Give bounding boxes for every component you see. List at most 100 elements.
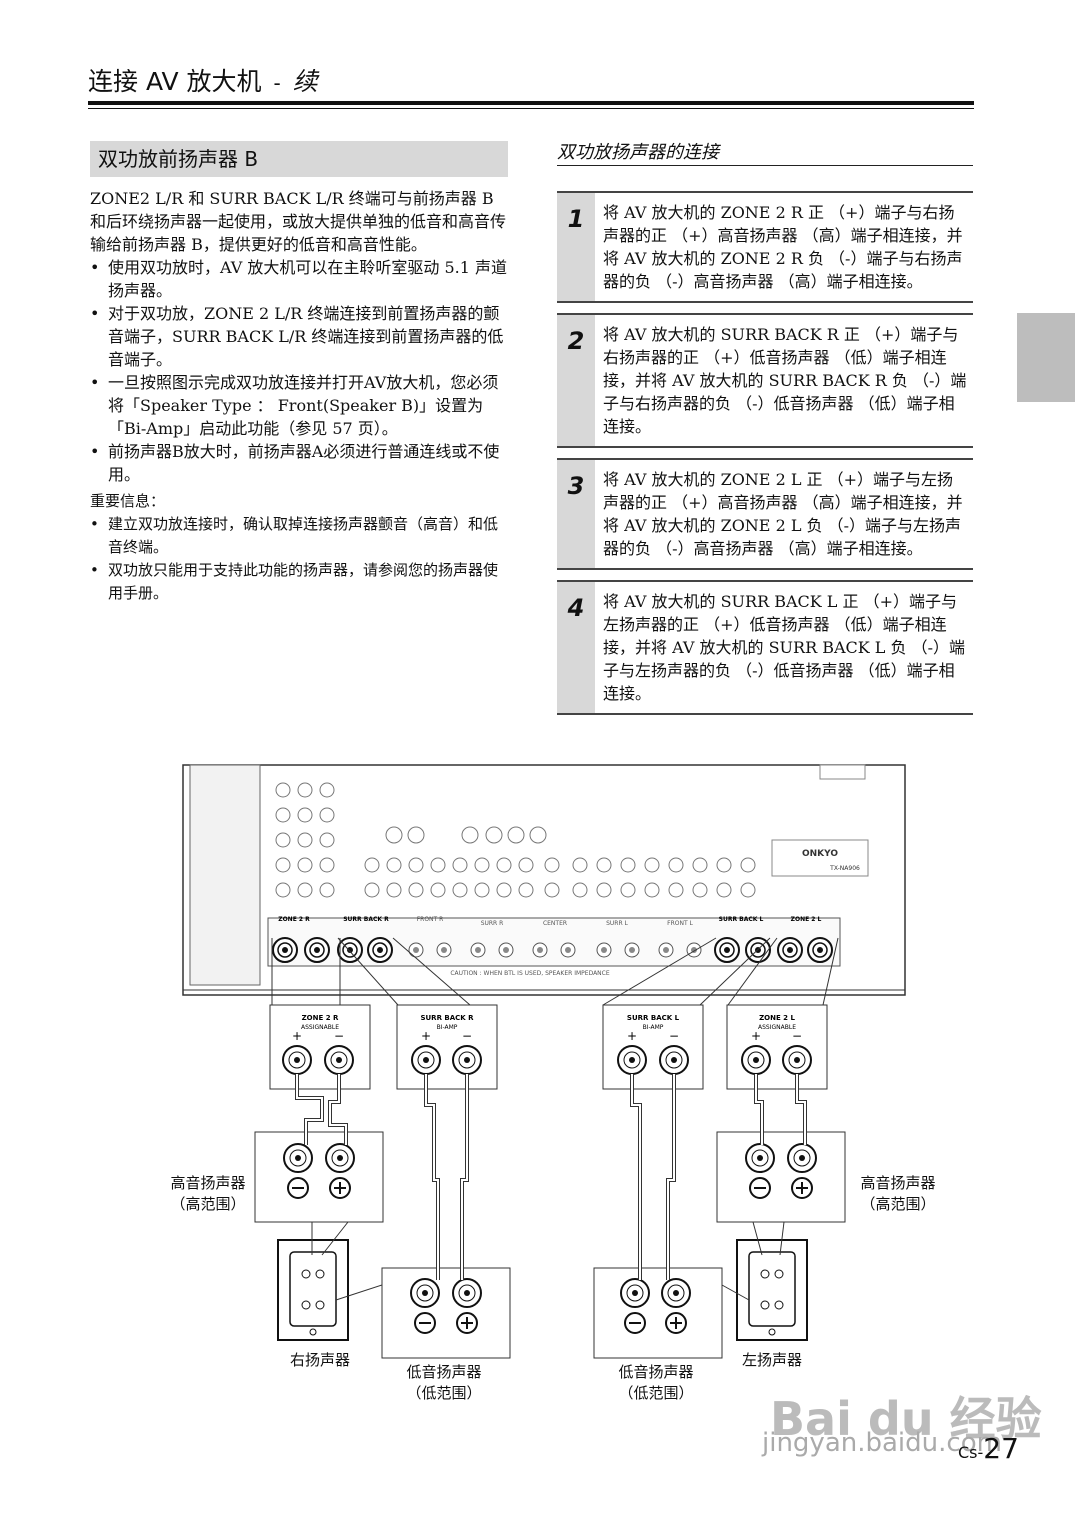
terminal-post — [272, 937, 298, 963]
zone2r-label: ZONE 2 R — [302, 1014, 339, 1022]
minus-label: − — [669, 1029, 679, 1043]
left-tweeter-label: 高音扬声器 （高范围） — [850, 1173, 946, 1215]
biamp-label: BI-AMP — [643, 1024, 664, 1031]
list-item: 一旦按照图示完成双功放连接并打开AV放大机，您必须将「Speaker Type … — [90, 371, 508, 440]
panel-caution: CAUTION : WHEN BTL IS USED, SPEAKER IMPE… — [450, 970, 610, 977]
zone2l-label: ZONE 2 L — [759, 1014, 795, 1022]
page-prefix: Cs- — [958, 1443, 984, 1462]
page-number-value: 27 — [983, 1432, 1019, 1465]
panel-zone2r: ZONE 2 R — [278, 916, 310, 923]
step-text: 将 AV 放大机的 SURR BACK L 正 （+）端子与左扬声器的正 （+）… — [603, 592, 965, 703]
biamp-label: BI-AMP — [437, 1024, 458, 1031]
right-speaker-plate — [277, 1239, 349, 1341]
label-line: 低音扬声器 — [406, 1363, 482, 1381]
panel-front-r: FRONT R — [417, 916, 444, 923]
side-tab — [1017, 313, 1075, 402]
title-continued: 续 — [292, 67, 318, 96]
step-text: 将 AV 放大机的 SURR BACK R 正 （+）端子与右扬声器的正 （+）… — [603, 325, 967, 436]
left-speaker-plate — [736, 1239, 808, 1341]
step-number: 4 — [557, 582, 595, 713]
page-header: 连接 AV 放大机 - 续 — [88, 62, 974, 98]
important-heading: 重要信息： — [90, 492, 166, 510]
terminal-post — [807, 937, 833, 963]
left-woofer-label: 低音扬声器 （低范围） — [606, 1362, 706, 1404]
step-text: 将 AV 放大机的 ZONE 2 L 正 （+）端子与左扬声器的正 （+）高音扬… — [603, 470, 963, 558]
label-line: （低范围） — [618, 1384, 694, 1402]
panel-sbl: SURR BACK L — [719, 916, 764, 923]
step-text: 将 AV 放大机的 ZONE 2 R 正 （+）端子与右扬声器的正 （+）高音扬… — [603, 203, 963, 291]
terminal-post — [304, 937, 330, 963]
header-rule-thin — [88, 108, 974, 109]
brand-text: ONKYO — [802, 849, 838, 859]
right-tweeter-box — [254, 1131, 384, 1223]
page-title: 连接 AV 放大机 - 续 — [88, 62, 974, 98]
steps-heading-rule — [557, 165, 973, 166]
intro-paragraph: ZONE2 L/R 和 SURR BACK L/R 终端可与前扬声器 B 和后环… — [90, 189, 507, 254]
list-item: 建立双功放连接时，确认取掉连接扬声器颤音（高音）和低音终端。 — [90, 513, 508, 559]
sbr-terminal-box: SURR BACK R BI-AMP + − — [396, 1004, 498, 1090]
bullet-list: 使用双功放时，AV 放大机可以在主聆听室驱动 5.1 声道扬声器。 对于双功放，… — [90, 256, 508, 486]
left-speaker-label: 左扬声器 — [741, 1351, 802, 1369]
step-number: 2 — [557, 315, 595, 446]
label-line: 高音扬声器 — [170, 1174, 246, 1192]
zone2r-terminal-box: ZONE 2 R ASSIGNABLE + − — [269, 1004, 371, 1090]
plus-label: + — [751, 1029, 761, 1043]
right-woofer-label: 低音扬声器 （低范围） — [394, 1362, 494, 1404]
step-2: 2 将 AV 放大机的 SURR BACK R 正 （+）端子与右扬声器的正 （… — [557, 313, 973, 448]
right-tweeter-label: 高音扬声器 （高范围） — [160, 1173, 256, 1215]
label-line: 高音扬声器 — [860, 1174, 936, 1192]
step-3: 3 将 AV 放大机的 ZONE 2 L 正 （+）端子与左扬声器的正 （+）高… — [557, 458, 973, 570]
model-text: TX-NA906 — [829, 865, 860, 872]
minus-label: − — [792, 1029, 802, 1043]
wiring-diagram: ONKYO TX-NA906 ZONE 2 R SURR BACK R FRON… — [0, 760, 1075, 1440]
terminal-post — [367, 937, 393, 963]
list-item: 使用双功放时，AV 放大机可以在主聆听室驱动 5.1 声道扬声器。 — [90, 256, 508, 302]
right-speaker-label: 右扬声器 — [289, 1351, 350, 1369]
steps-heading: 双功放扬声器的连接 — [557, 142, 719, 163]
page-number: Cs-27 — [958, 1432, 1019, 1465]
watermark-brand: Bai du 经验 — [770, 1392, 1042, 1446]
zone2l-terminal-box: ZONE 2 L ASSIGNABLE + − — [726, 1004, 828, 1090]
step-4: 4 将 AV 放大机的 SURR BACK L 正 （+）端子与左扬声器的正 （… — [557, 580, 973, 715]
minus-label: − — [462, 1029, 472, 1043]
minus-label: − — [334, 1029, 344, 1043]
important-list: 建立双功放连接时，确认取掉连接扬声器颤音（高音）和低音终端。 双功放只能用于支持… — [90, 513, 508, 605]
plus-label: + — [292, 1029, 302, 1043]
steps-list: 1 将 AV 放大机的 ZONE 2 R 正 （+）端子与右扬声器的正 （+）高… — [557, 191, 973, 725]
left-woofer-box — [593, 1267, 723, 1359]
plus-label: + — [421, 1029, 431, 1043]
sbl-label: SURR BACK L — [627, 1014, 680, 1022]
label-line: 低音扬声器 — [618, 1363, 694, 1381]
label-line: （高范围） — [170, 1195, 246, 1213]
left-tweeter-box — [716, 1131, 846, 1223]
watermark-url: jingyan.baidu.com — [762, 1428, 1002, 1458]
plus-label: + — [627, 1029, 637, 1043]
label-line: （高范围） — [860, 1195, 936, 1213]
panel-sbr: SURR BACK R — [343, 916, 389, 923]
header-rule-thick — [88, 101, 974, 105]
step-number: 1 — [557, 193, 595, 301]
assignable-label: ASSIGNABLE — [758, 1024, 796, 1031]
title-separator: - — [273, 71, 281, 95]
assignable-label: ASSIGNABLE — [301, 1024, 339, 1031]
step-number: 3 — [557, 460, 595, 568]
terminal-post — [777, 937, 803, 963]
left-column: ZONE2 L/R 和 SURR BACK L/R 终端可与前扬声器 B 和后环… — [90, 187, 508, 605]
panel-center: CENTER — [543, 920, 567, 927]
step-1: 1 将 AV 放大机的 ZONE 2 R 正 （+）端子与右扬声器的正 （+）高… — [557, 191, 973, 303]
wiring-svg: ONKYO TX-NA906 ZONE 2 R SURR BACK R FRON… — [182, 764, 906, 1359]
list-item: 双功放只能用于支持此功能的扬声器，请参阅您的扬声器使用手册。 — [90, 559, 508, 605]
terminal-post — [714, 937, 740, 963]
list-item: 对于双功放，ZONE 2 L/R 终端连接到前置扬声器的颤音端子，SURR BA… — [90, 302, 508, 371]
panel-surr-l: SURR L — [606, 920, 628, 927]
amplifier-rear-panel: ONKYO TX-NA906 ZONE 2 R SURR BACK R FRON… — [182, 764, 906, 996]
sbl-terminal-box: SURR BACK L BI-AMP + − — [602, 1004, 704, 1090]
panel-surr-r: SURR R — [481, 920, 504, 927]
title-main: 连接 AV 放大机 — [88, 67, 262, 96]
list-item: 前扬声器B放大时，前扬声器A必须进行普通连线或不使用。 — [90, 440, 508, 486]
right-woofer-box — [381, 1267, 511, 1359]
panel-zone2l: ZONE 2 L — [791, 916, 822, 923]
section-title: 双功放前扬声器 B — [90, 141, 508, 177]
sbr-label: SURR BACK R — [420, 1014, 474, 1022]
label-line: （低范围） — [406, 1384, 482, 1402]
